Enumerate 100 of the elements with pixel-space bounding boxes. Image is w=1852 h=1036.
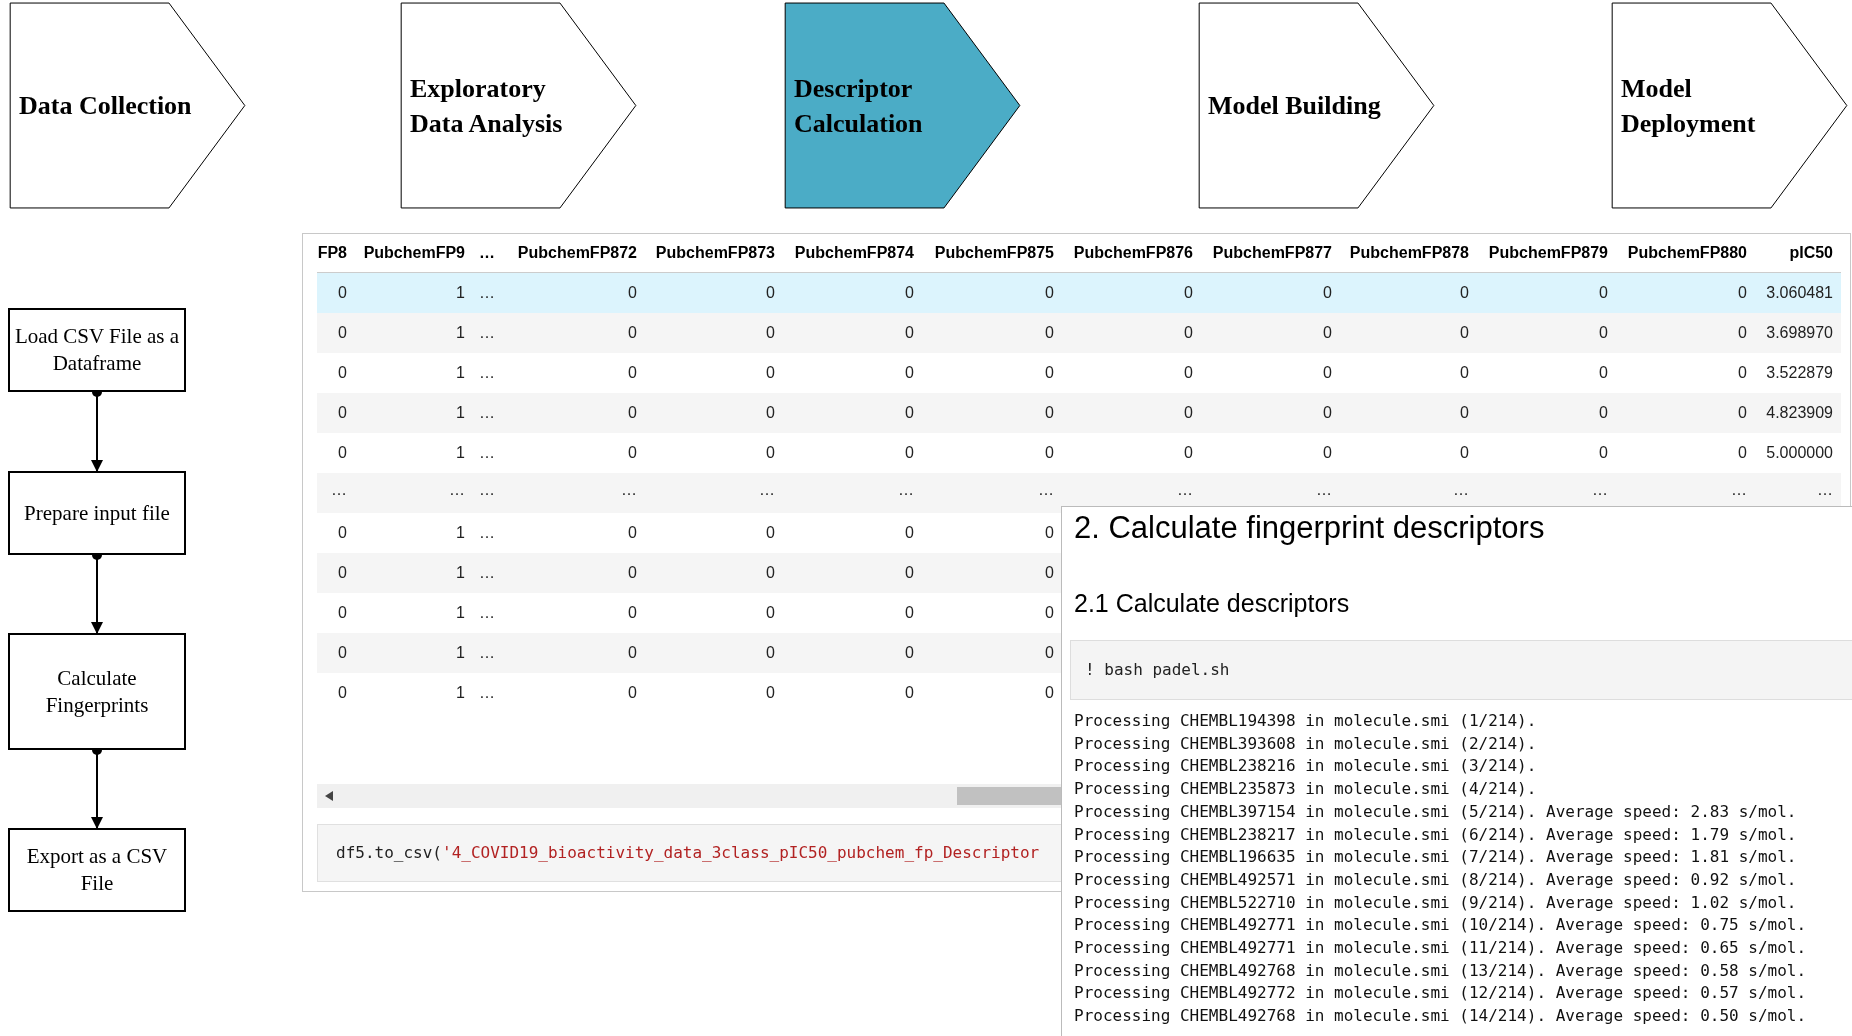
table-cell-text: … [478, 643, 496, 663]
log-line: Processing CHEMBL235873 in molecule.smi (4/214). [1074, 778, 1537, 801]
table-cell-text: 0 [1044, 643, 1055, 663]
table-cell-text: … [478, 363, 496, 383]
table-cell-text: 0 [627, 363, 638, 383]
log-line: Processing CHEMBL194398 in molecule.smi (1/214). [1074, 710, 1537, 732]
table-cell-text: … [478, 480, 496, 500]
table-cell-text: 0 [1044, 523, 1055, 543]
table-cell-text: 0 [765, 643, 776, 663]
table-cell-text: 3.060481 [1765, 283, 1834, 303]
table-cell-text: 3.698970 [1765, 323, 1834, 343]
table-cell-text: 0 [1459, 403, 1470, 423]
table-cell-text: 0 [1737, 323, 1748, 343]
table-cell-text: 0 [627, 643, 638, 663]
notebook-heading: 2. Calculate fingerprint descriptors [1074, 509, 1545, 547]
table-cell-text: 0 [765, 283, 776, 303]
table-cell-text: … [478, 603, 496, 623]
table-cell-text: 0 [627, 523, 638, 543]
table-cell-text: 0 [627, 443, 638, 463]
table-cell-text: … [897, 480, 915, 500]
table-cell-text: … [478, 403, 496, 423]
table-cell-text: 0 [1044, 323, 1055, 343]
table-cell-text: … [1591, 480, 1609, 500]
column-header: PubchemFP880 [1626, 243, 1748, 263]
table-cell-text: 0 [1044, 283, 1055, 303]
column-header: PubchemFP873 [654, 243, 776, 263]
table-cell-text: 5.000000 [1765, 443, 1834, 463]
table-cell-text: 0 [627, 683, 638, 703]
column-header: PubchemFP9 [362, 243, 466, 263]
table-cell-text: 0 [1737, 403, 1748, 423]
table-cell-text: 0 [337, 403, 348, 423]
table-cell-text: … [478, 283, 496, 303]
table-cell-text: 1 [455, 403, 466, 423]
table-cell-text: 0 [1322, 283, 1333, 303]
table-cell-text: 0 [1183, 443, 1194, 463]
process-chevron: Exploratory Data Analysis [400, 2, 637, 209]
column-header: PubchemFP876 [1072, 243, 1194, 263]
table-cell-text: 0 [337, 283, 348, 303]
table-cell-text: 0 [1322, 443, 1333, 463]
log-line: Processing CHEMBL492768 in molecule.smi (14/214). Average speed: 0.50 s/mol. [1074, 1005, 1807, 1028]
table-cell-text: … [330, 480, 348, 500]
table-cell-text: … [478, 563, 496, 583]
table-cell-text: 0 [1598, 443, 1609, 463]
table-cell-text: 1 [455, 363, 466, 383]
table-cell-text: 0 [1183, 323, 1194, 343]
table-cell-text: 0 [904, 323, 915, 343]
column-header: PubchemFP874 [793, 243, 915, 263]
process-box: Calculate Fingerprints [8, 633, 186, 750]
table-cell-text: 0 [627, 283, 638, 303]
table-cell-text: 0 [1598, 323, 1609, 343]
table-cell-text: 0 [337, 563, 348, 583]
table-cell-text: 1 [455, 643, 466, 663]
column-header: PubchemFP875 [933, 243, 1055, 263]
process-chevron: Data Collection [9, 2, 246, 209]
table-cell-text: 0 [904, 283, 915, 303]
table-cell-text: 0 [904, 643, 915, 663]
process-box: Load CSV File as a Dataframe [8, 308, 186, 392]
table-cell-text: 1 [455, 443, 466, 463]
table-cell-text: 0 [337, 323, 348, 343]
table-cell-text: 0 [904, 363, 915, 383]
process-box: Export as a CSV File [8, 828, 186, 912]
process-chevron: Model Building [1198, 2, 1435, 209]
table-cell-text: 0 [1044, 443, 1055, 463]
table-cell-text: … [620, 480, 638, 500]
table-cell-text: 0 [765, 403, 776, 423]
table-cell-text: 1 [455, 603, 466, 623]
table-cell-text: … [1730, 480, 1748, 500]
table-cell-text: 0 [337, 363, 348, 383]
log-line: Processing CHEMBL522710 in molecule.smi (9/214). Average speed: 1.02 s/mol. [1074, 891, 1797, 914]
column-header: … [478, 243, 496, 263]
table-cell-text: 0 [1322, 323, 1333, 343]
table-cell-text: 0 [337, 523, 348, 543]
code-string: '4_COVID19_bioactivity_data_3class_pIC50_pubchem_fp_Descriptor [442, 843, 1040, 862]
column-header: PubchemFP877 [1211, 243, 1333, 263]
log-line: Processing CHEMBL492571 in molecule.smi (8/214). Average speed: 0.92 s/mol. [1074, 868, 1797, 891]
table-cell-text: 0 [627, 603, 638, 623]
table-cell-text: 0 [765, 443, 776, 463]
table-cell-text: … [478, 683, 496, 703]
table-cell-text: 1 [455, 323, 466, 343]
log-line: Processing CHEMBL492771 in molecule.smi (10/214). Average speed: 0.75 s/mol. [1074, 914, 1807, 937]
log-line: Processing CHEMBL397154 in molecule.smi (5/214). Average speed: 2.83 s/mol. [1074, 800, 1797, 823]
table-cell-text: 0 [904, 563, 915, 583]
table-cell-text: … [478, 323, 496, 343]
table-cell-text: … [1452, 480, 1470, 500]
log-line: Processing CHEMBL238216 in molecule.smi (3/214). [1074, 755, 1537, 778]
log-line: Processing CHEMBL238217 in molecule.smi (6/214). Average speed: 1.79 s/mol. [1074, 823, 1797, 846]
table-cell-text: 0 [904, 403, 915, 423]
table-cell-text: 0 [1598, 363, 1609, 383]
table-cell-text: 0 [627, 563, 638, 583]
column-header: PubchemFP872 [516, 243, 638, 263]
table-cell-text: 0 [1459, 283, 1470, 303]
notebook-subheading: 2.1 Calculate descriptors [1074, 588, 1350, 619]
table-cell-text: … [478, 443, 496, 463]
table-cell-text: … [1176, 480, 1194, 500]
table-cell-text: 0 [1459, 363, 1470, 383]
process-chevron: Descriptor Calculation [784, 2, 1021, 209]
table-cell-text: 0 [904, 523, 915, 543]
column-header: pIC50 [1788, 243, 1834, 263]
column-header: FP8 [317, 243, 348, 263]
table-cell-text: 0 [1459, 323, 1470, 343]
